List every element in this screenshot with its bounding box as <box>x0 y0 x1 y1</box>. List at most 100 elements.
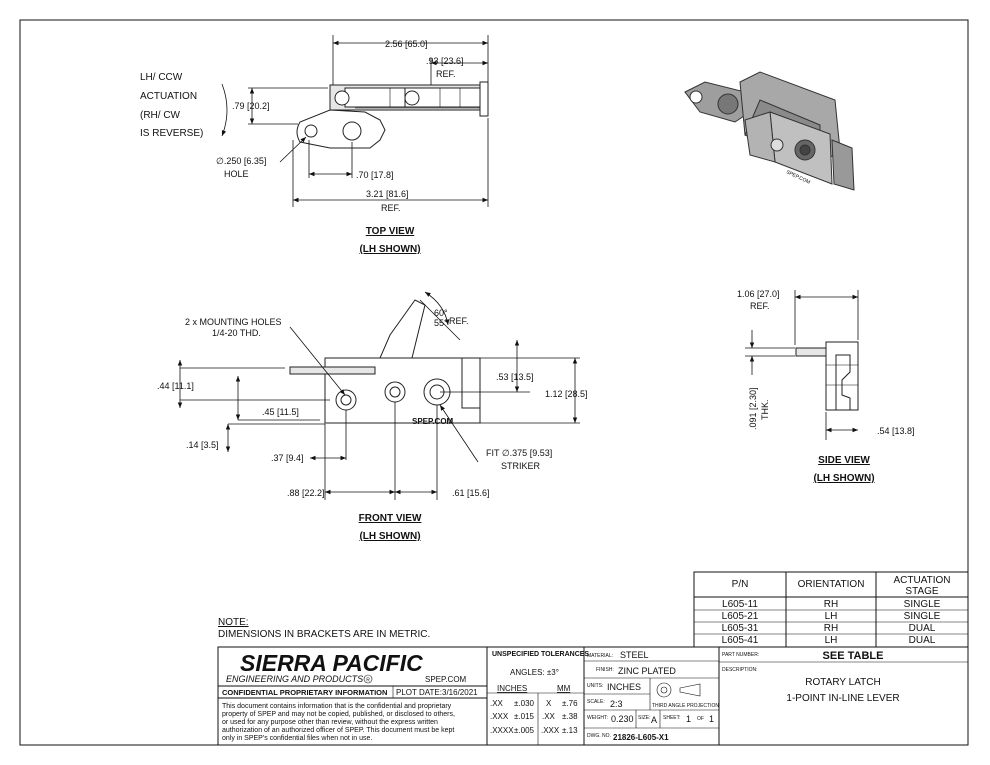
top-dim-height-label: .79 [20.2] <box>232 101 270 111</box>
scale-value: 2:3 <box>610 699 623 709</box>
projection-label: THIRD ANGLE PROJECTION <box>652 703 719 709</box>
material-value: STEEL <box>620 650 649 660</box>
actuation-note-line-1: LH/ CCW <box>140 72 183 83</box>
front-view-stamp: SPEP.COM <box>412 417 454 426</box>
tol-row-0-mmtol: ±.76 <box>562 699 578 708</box>
units-value: INCHES <box>607 682 641 692</box>
plot-date-label: PLOT DATE: <box>396 688 442 697</box>
tolerance-title: UNSPECIFIED TOLERANCES <box>492 651 589 658</box>
dwg-label: DWG. NO. <box>587 733 611 739</box>
pn-header-actuation-1: ACTUATION <box>893 575 950 586</box>
top-view-part <box>296 81 489 149</box>
top-dim-ref-depth-label: .93 [23.6] <box>426 56 464 66</box>
third-angle-projection-icon <box>656 682 701 698</box>
tol-row-0-ins: .XX <box>490 699 504 708</box>
front-view-subtitle: (LH SHOWN) <box>359 531 420 542</box>
top-dim-overall-label: 2.56 [65.0] <box>385 39 428 49</box>
side-dim-width: 1.06 [27.0] <box>737 289 780 299</box>
registered-mark-letter: R <box>366 678 370 684</box>
side-dim-thickness-sub: THK. <box>760 399 770 420</box>
side-view-part <box>795 341 859 411</box>
front-dim-d: .37 [9.4] <box>271 453 304 463</box>
dwg-number: 21826-L605-X1 <box>613 733 669 742</box>
side-view: 1.06 [27.0] REF. .091 [2.30] THK. .54 [1… <box>737 289 915 484</box>
disclaimer-line-1: This document contains information that … <box>222 703 452 710</box>
tol-row-1-ins: .XXX <box>490 712 509 721</box>
top-view-subtitle: (LH SHOWN) <box>359 244 420 255</box>
front-dim-a: .44 [11.1] <box>157 381 194 391</box>
front-dim-e: .88 [22.2] <box>287 488 325 498</box>
note-title: NOTE: <box>218 617 249 628</box>
pn-row-3-pn: L605-41 <box>722 635 759 646</box>
description-line-2: 1-POINT IN-LINE LEVER <box>786 693 899 704</box>
top-view: 2.56 [65.0] .93 [23.6] REF. .79 [20.2] ∅… <box>140 35 489 255</box>
angle-label-55: 55° <box>434 318 448 328</box>
plot-date-value: 3/16/2021 <box>442 688 478 697</box>
part-number-value: SEE TABLE <box>823 650 884 662</box>
disclaimer-line-4: authorization of an authorized officer o… <box>222 727 454 734</box>
part-number-table: P/N ORIENTATION ACTUATION STAGE L605-11 … <box>693 571 969 648</box>
disclaimer-line-3: or used for any purpose other than revie… <box>222 719 438 726</box>
tolerance-inches-header: INCHES <box>497 684 527 693</box>
tol-row-2-mm: .XXX <box>541 726 560 735</box>
pn-row-1-orientation: LH <box>825 611 838 622</box>
tol-row-1-intol: ±.015 <box>514 712 535 721</box>
pn-row-2-orientation: RH <box>824 623 838 634</box>
front-view-title: FRONT VIEW <box>359 513 422 524</box>
size-value: A <box>651 715 657 725</box>
fit-striker-note: FIT ∅.375 [9.53] <box>486 448 552 458</box>
pn-row-3-stage: DUAL <box>909 635 936 646</box>
sheet-total: 1 <box>709 714 714 724</box>
front-dim-c: .14 [3.5] <box>186 440 219 450</box>
side-view-subtitle: (LH SHOWN) <box>813 473 874 484</box>
actuation-note-line-3: (RH/ CW <box>140 110 181 121</box>
pn-row-0-pn: L605-11 <box>722 599 758 610</box>
actuation-note-line-4: IS REVERSE) <box>140 128 203 139</box>
part-number-label: PART NUMBER: <box>722 652 759 658</box>
pn-row-1-pn: L605-21 <box>722 611 759 622</box>
pn-header-orientation: ORIENTATION <box>798 579 865 590</box>
pn-row-0-orientation: RH <box>824 599 838 610</box>
front-dim-h: 1.12 [28.5] <box>545 389 588 399</box>
mounting-holes-note-2: 1/4-20 THD. <box>212 328 261 338</box>
tolerance-angles: ANGLES: ±3° <box>510 668 559 677</box>
top-dim-hole-sub: HOLE <box>224 169 249 179</box>
description-line-1: ROTARY LATCH <box>805 677 880 688</box>
size-label: SIZE: <box>638 715 651 721</box>
top-dim-length-label: 3.21 [81.6] <box>366 189 409 199</box>
tol-row-2-ins: .XXXX <box>490 726 514 735</box>
pn-row-2-stage: DUAL <box>909 623 936 634</box>
isometric-view: SPEP.COM <box>684 71 855 191</box>
top-view-title: TOP VIEW <box>366 226 415 237</box>
pn-row-3-orientation: LH <box>825 635 838 646</box>
angle-ref: REF. <box>449 316 469 326</box>
side-dim-thickness: .091 [2.30] <box>748 387 758 430</box>
description-label: DESCRIPTION: <box>722 667 758 673</box>
tol-row-1-mm: .XX <box>542 712 556 721</box>
sheet-of-label: OF <box>697 716 704 722</box>
tol-row-2-mmtol: ±.13 <box>562 726 578 735</box>
disclaimer-line-5: only in SPEP's confidential files when n… <box>222 735 372 742</box>
company-website: SPEP.COM <box>425 675 467 684</box>
disclaimer-line-2: property of SPEP and may not be copied, … <box>222 711 455 718</box>
tol-row-0-mm: X <box>546 699 552 708</box>
front-dim-f: .61 [15.6] <box>452 488 490 498</box>
front-dim-b: .45 [11.5] <box>262 407 299 417</box>
company-subtitle: ENGINEERING AND PRODUCTS <box>226 674 363 684</box>
pn-row-0-stage: SINGLE <box>904 599 941 610</box>
top-dim-ref-depth-ref: REF. <box>436 69 456 79</box>
sheet-label: SHEET: <box>663 715 681 721</box>
tol-row-2-intol: ±.005 <box>514 726 535 735</box>
top-dim-length-ref: REF. <box>381 203 401 213</box>
tol-row-0-intol: ±.030 <box>514 699 535 708</box>
front-view-part: SPEP.COM <box>289 299 481 426</box>
pn-row-2-pn: L605-31 <box>722 623 759 634</box>
front-view: SPEP.COM 2 x MOUNTING HOLES 1/4-20 THD. … <box>157 291 588 542</box>
mounting-holes-note-1: 2 x MOUNTING HOLES <box>185 317 282 327</box>
note-text: DIMENSIONS IN BRACKETS ARE IN METRIC. <box>218 629 430 640</box>
registered-mark <box>363 674 373 684</box>
weight-label: WEIGHT: <box>587 715 608 721</box>
actuation-note-line-2: ACTUATION <box>140 91 197 102</box>
company-name: SIERRA PACIFIC <box>240 650 423 676</box>
